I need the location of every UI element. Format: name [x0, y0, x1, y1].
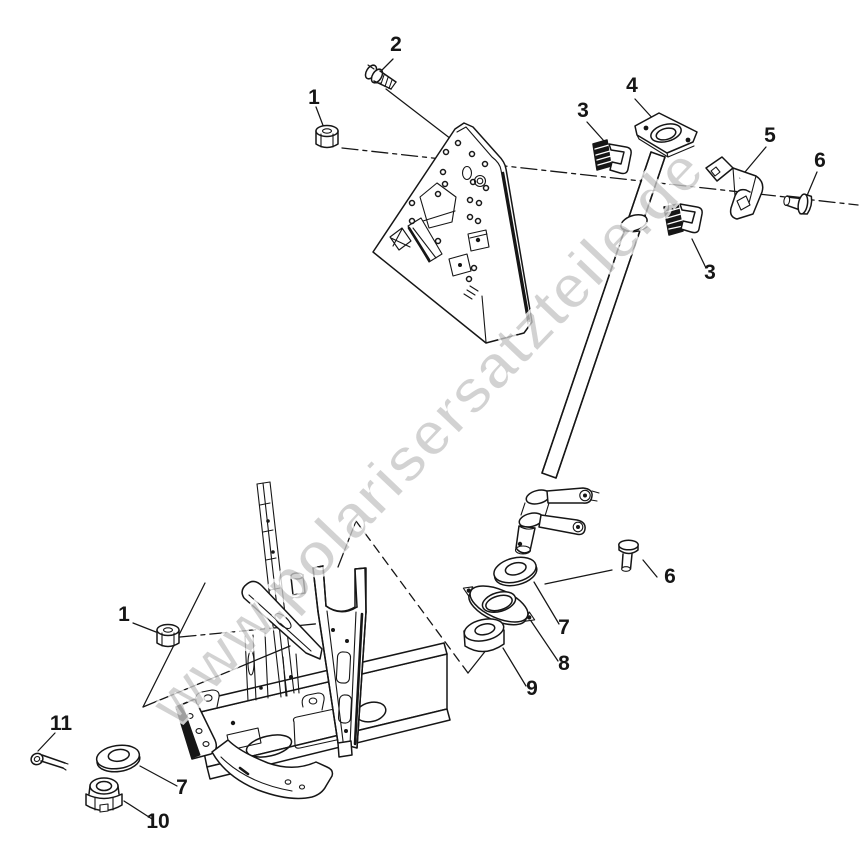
- callout-8: 8: [558, 652, 570, 675]
- rivet-holes: [408, 139, 490, 283]
- mount-flange: [462, 585, 536, 626]
- callout-7-bottom: 7: [176, 776, 188, 799]
- steering-support-towers: [241, 481, 367, 758]
- callout-1-top: 1: [308, 86, 320, 109]
- bolt-middle: [618, 539, 639, 572]
- flange-nut-bottom: [156, 623, 180, 648]
- frame-weldment: [175, 642, 451, 800]
- callout-5: 5: [764, 124, 776, 147]
- castle-nut: [85, 777, 123, 813]
- bushing-half-lower: [663, 203, 703, 236]
- post-tube: [541, 151, 652, 474]
- callout-7-middle: 7: [558, 616, 570, 639]
- post-flange: [634, 112, 698, 158]
- flange-nut-top: [315, 124, 339, 149]
- callout-3-upper: 3: [577, 99, 589, 122]
- post-collar: [620, 213, 648, 233]
- callout-4: 4: [626, 74, 638, 97]
- leader-lines: [37, 58, 818, 820]
- washer-bottom: [95, 744, 141, 773]
- callout-3-lower: 3: [704, 261, 716, 284]
- washer-middle: [493, 556, 538, 587]
- bolt-top-right: [783, 193, 813, 215]
- bushing-lower: [463, 618, 505, 653]
- callout-6-top: 6: [814, 149, 826, 172]
- post-lower-shaft: [514, 525, 536, 555]
- callout-1-bottom: 1: [118, 603, 130, 626]
- steering-post: [514, 112, 698, 555]
- gusset-plate: [372, 122, 533, 344]
- cotter-pin: [30, 752, 69, 771]
- callouts: 2 1 3 4 5 6 3 6 7 8 9 1 11 7 10: [50, 33, 826, 833]
- callout-9: 9: [526, 677, 538, 700]
- screw-top: [364, 64, 397, 90]
- callout-2-top: 2: [390, 33, 402, 56]
- callout-6-middle: 6: [664, 565, 676, 588]
- bushing-half-upper: [592, 139, 632, 175]
- callout-10: 10: [146, 810, 169, 833]
- clamp-bracket: [705, 156, 764, 220]
- callout-11: 11: [50, 712, 73, 735]
- pitman-arms: [518, 487, 600, 536]
